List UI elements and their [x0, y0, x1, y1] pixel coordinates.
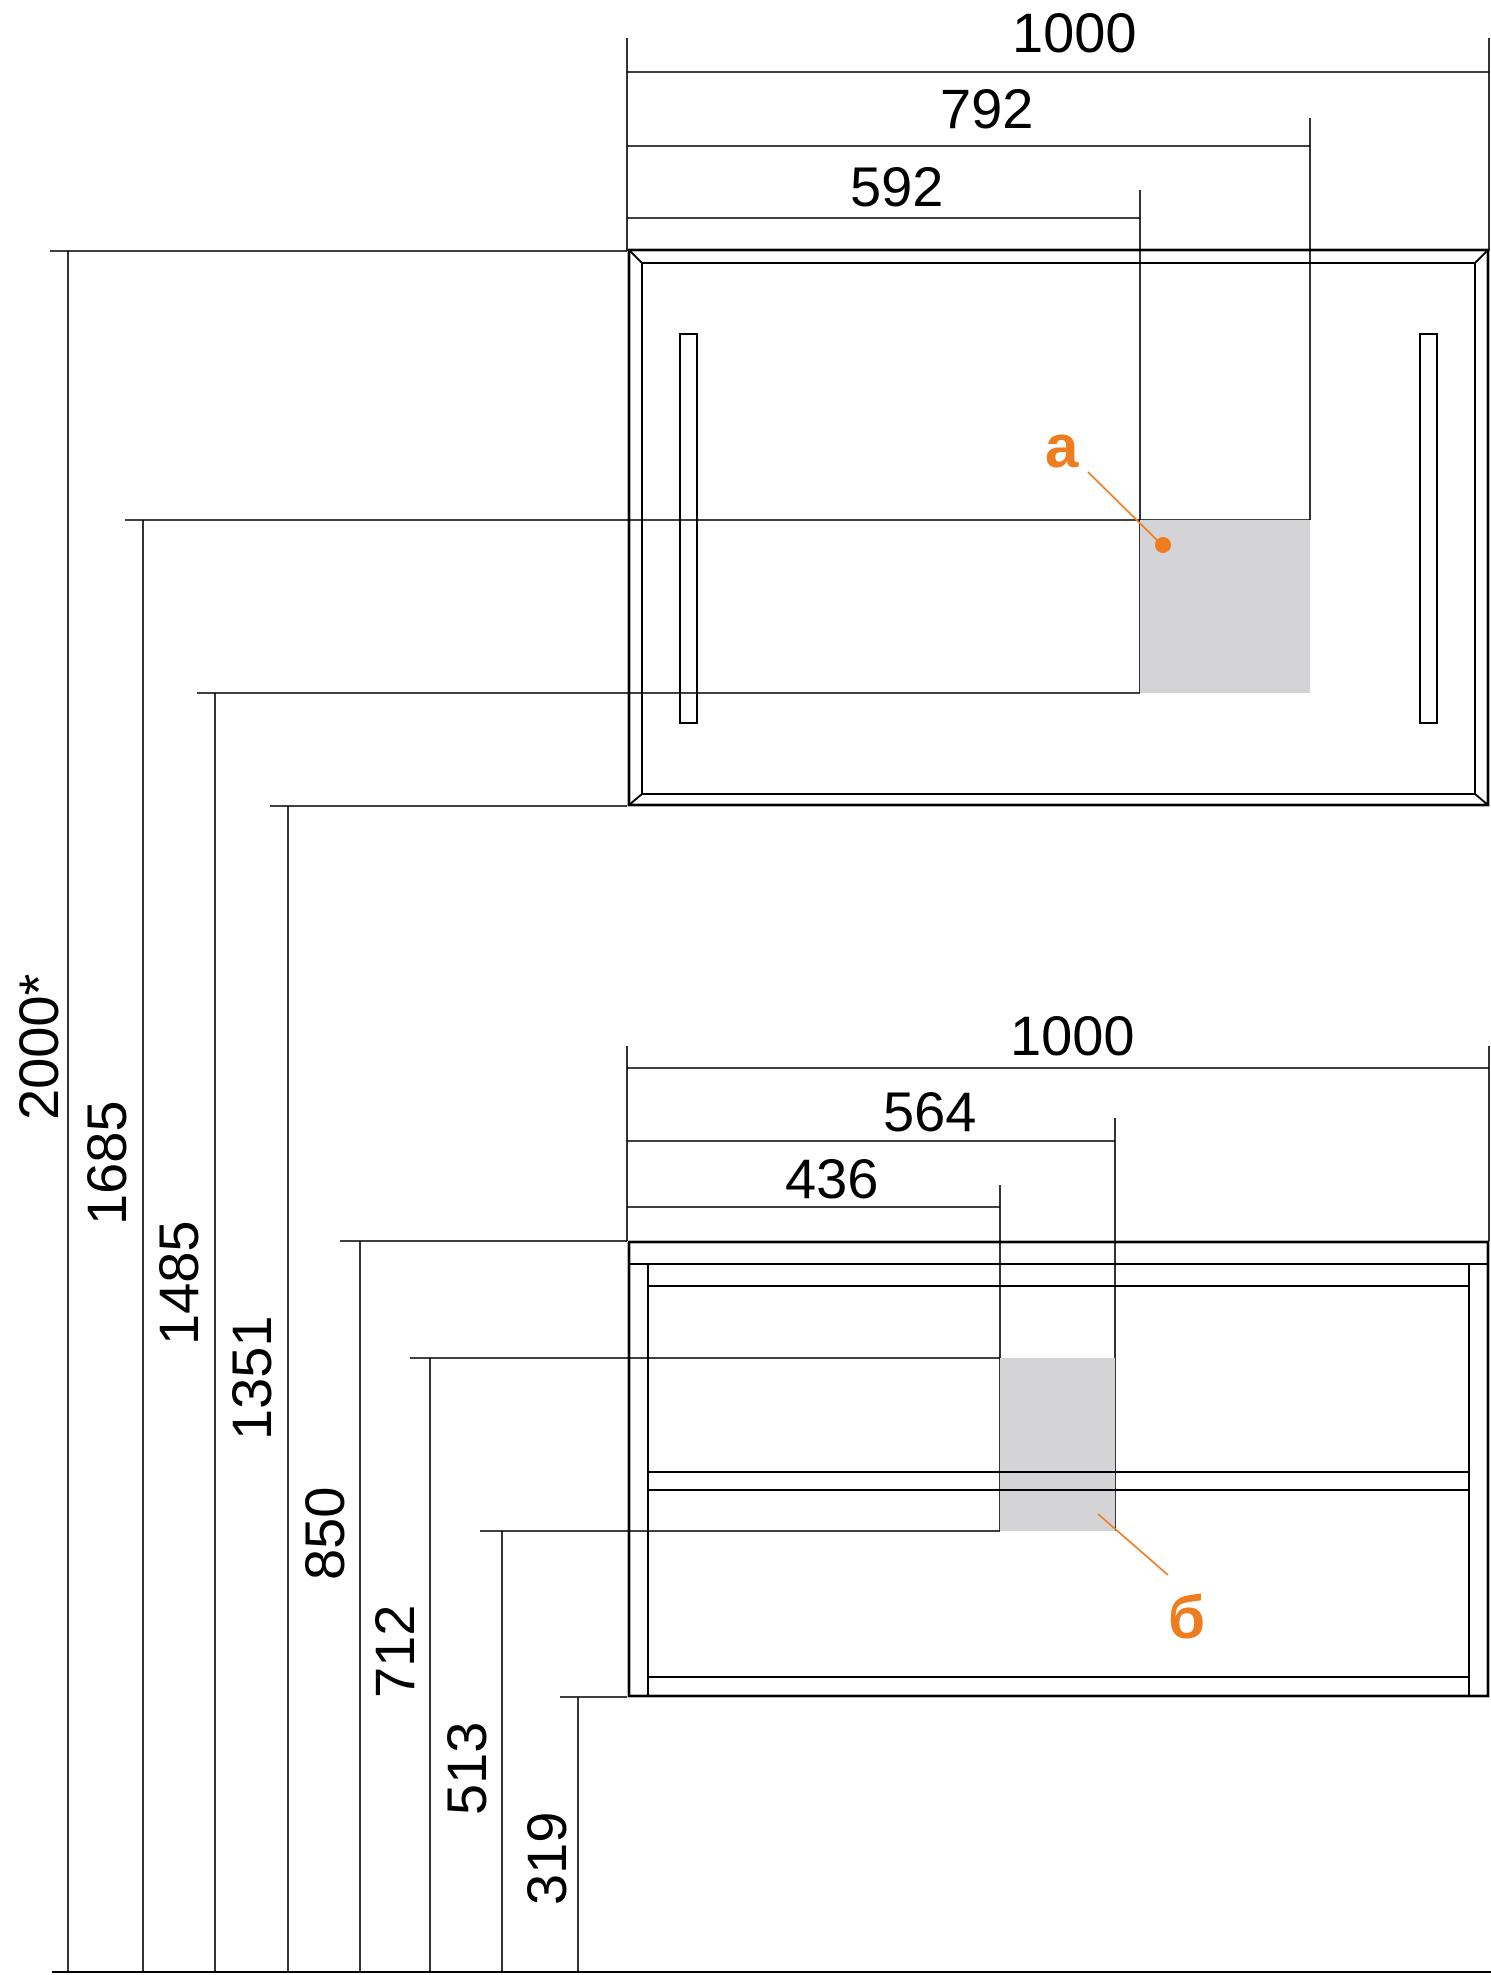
marker-label-a: а	[1045, 413, 1079, 480]
cabinet-width-564: 564	[883, 1080, 976, 1143]
socket-zone-b	[1000, 1358, 1115, 1531]
cabinet-frame	[627, 1240, 1490, 1698]
light-strip-right	[1419, 333, 1438, 724]
height-label-513: 513	[435, 1722, 498, 1815]
cabinet-width-total: 1000	[1010, 1004, 1135, 1067]
cabinet-unit: б	[626, 1046, 1490, 1698]
height-dimensions	[50, 250, 1310, 1972]
height-label-total: 2000*	[7, 974, 70, 1120]
height-label-1685: 1685	[75, 1100, 138, 1225]
marker-dot-a	[1155, 537, 1171, 553]
height-label-1351: 1351	[220, 1315, 283, 1440]
height-label-850: 850	[293, 1487, 356, 1580]
mirror-width-792: 792	[940, 77, 1033, 140]
mirror-unit: а	[626, 38, 1490, 807]
mirror-width-592: 592	[850, 155, 943, 218]
light-strip-left	[679, 333, 698, 724]
mirror-width-total: 1000	[1012, 1, 1137, 64]
height-label-712: 712	[363, 1605, 426, 1698]
mirror-frame	[627, 248, 1490, 807]
height-label-319: 319	[515, 1812, 578, 1905]
marker-label-b: б	[1168, 1584, 1205, 1651]
cabinet-width-436: 436	[785, 1147, 878, 1210]
height-label-1485: 1485	[147, 1220, 210, 1345]
